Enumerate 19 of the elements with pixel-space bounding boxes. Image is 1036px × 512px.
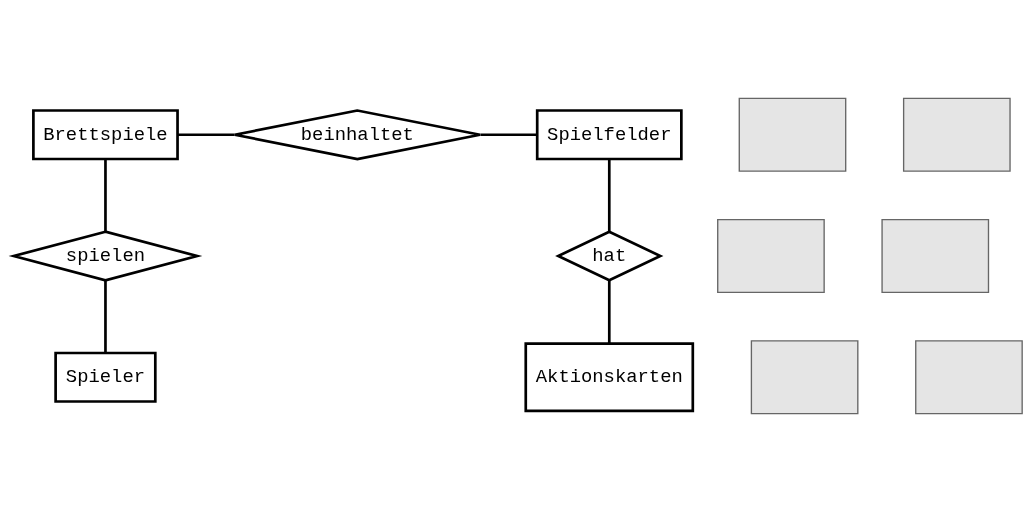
node-box: [915, 340, 1023, 415]
node-box: Aktionskarten: [524, 342, 695, 413]
node-box: Spieler: [54, 351, 157, 403]
node-diamond: spielen: [8, 230, 203, 282]
connector: [177, 133, 235, 137]
node-diamond: beinhaltet: [233, 109, 482, 161]
node-box: [902, 97, 1011, 172]
connector: [104, 159, 107, 232]
node-diamond: hat: [555, 230, 664, 282]
node-box: [738, 97, 847, 172]
connector: [480, 133, 537, 137]
connector: [607, 159, 611, 232]
node-box: [717, 218, 825, 294]
node-box: [881, 218, 990, 294]
connector: [607, 280, 611, 344]
connector: [104, 280, 107, 353]
node-box: Brettspiele: [32, 109, 179, 161]
node-box: Spielfelder: [535, 109, 683, 161]
node-box: [750, 340, 859, 415]
